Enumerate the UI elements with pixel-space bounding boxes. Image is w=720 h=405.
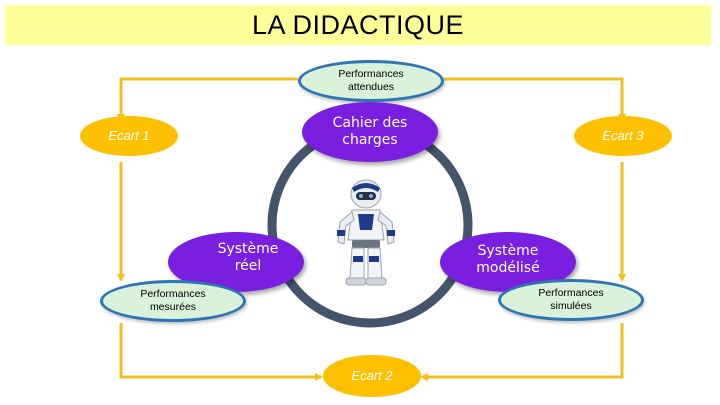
connector-attendues-to-ecart1 <box>121 79 298 120</box>
node-cahier-des-charges: Cahier des charges <box>302 102 438 162</box>
node-ecart-1: Ecart 1 <box>80 116 178 156</box>
robot-icon <box>330 178 402 293</box>
node-performances-simulees-label: Performances simulées <box>531 287 611 313</box>
connector-mesurees-to-ecart2 <box>121 323 321 377</box>
node-performances-simulees: Performances simulées <box>498 279 644 321</box>
node-ecart-3: Ecart 3 <box>574 116 672 156</box>
connector-simulees-to-ecart2 <box>422 323 622 377</box>
node-ecart-1-label: Ecart 1 <box>108 128 149 144</box>
node-systeme-modelise-label: Système modélisé <box>468 243 548 278</box>
connector-attendues-to-ecart3 <box>444 79 622 120</box>
node-ecart-2-label: Ecart 2 <box>351 368 392 384</box>
node-performances-mesurees-label: Performances mesurées <box>130 288 216 314</box>
node-performances-attendues-label: Performances attendues <box>331 68 411 94</box>
node-ecart-3-label: Ecart 3 <box>602 128 643 144</box>
node-systeme-reel-label: Système réel <box>213 241 283 276</box>
node-ecart-2: Ecart 2 <box>323 355 421 397</box>
node-performances-attendues: Performances attendues <box>298 60 444 102</box>
node-cahier-des-charges-label: Cahier des charges <box>330 115 410 150</box>
node-performances-mesurees: Performances mesurées <box>100 280 246 322</box>
